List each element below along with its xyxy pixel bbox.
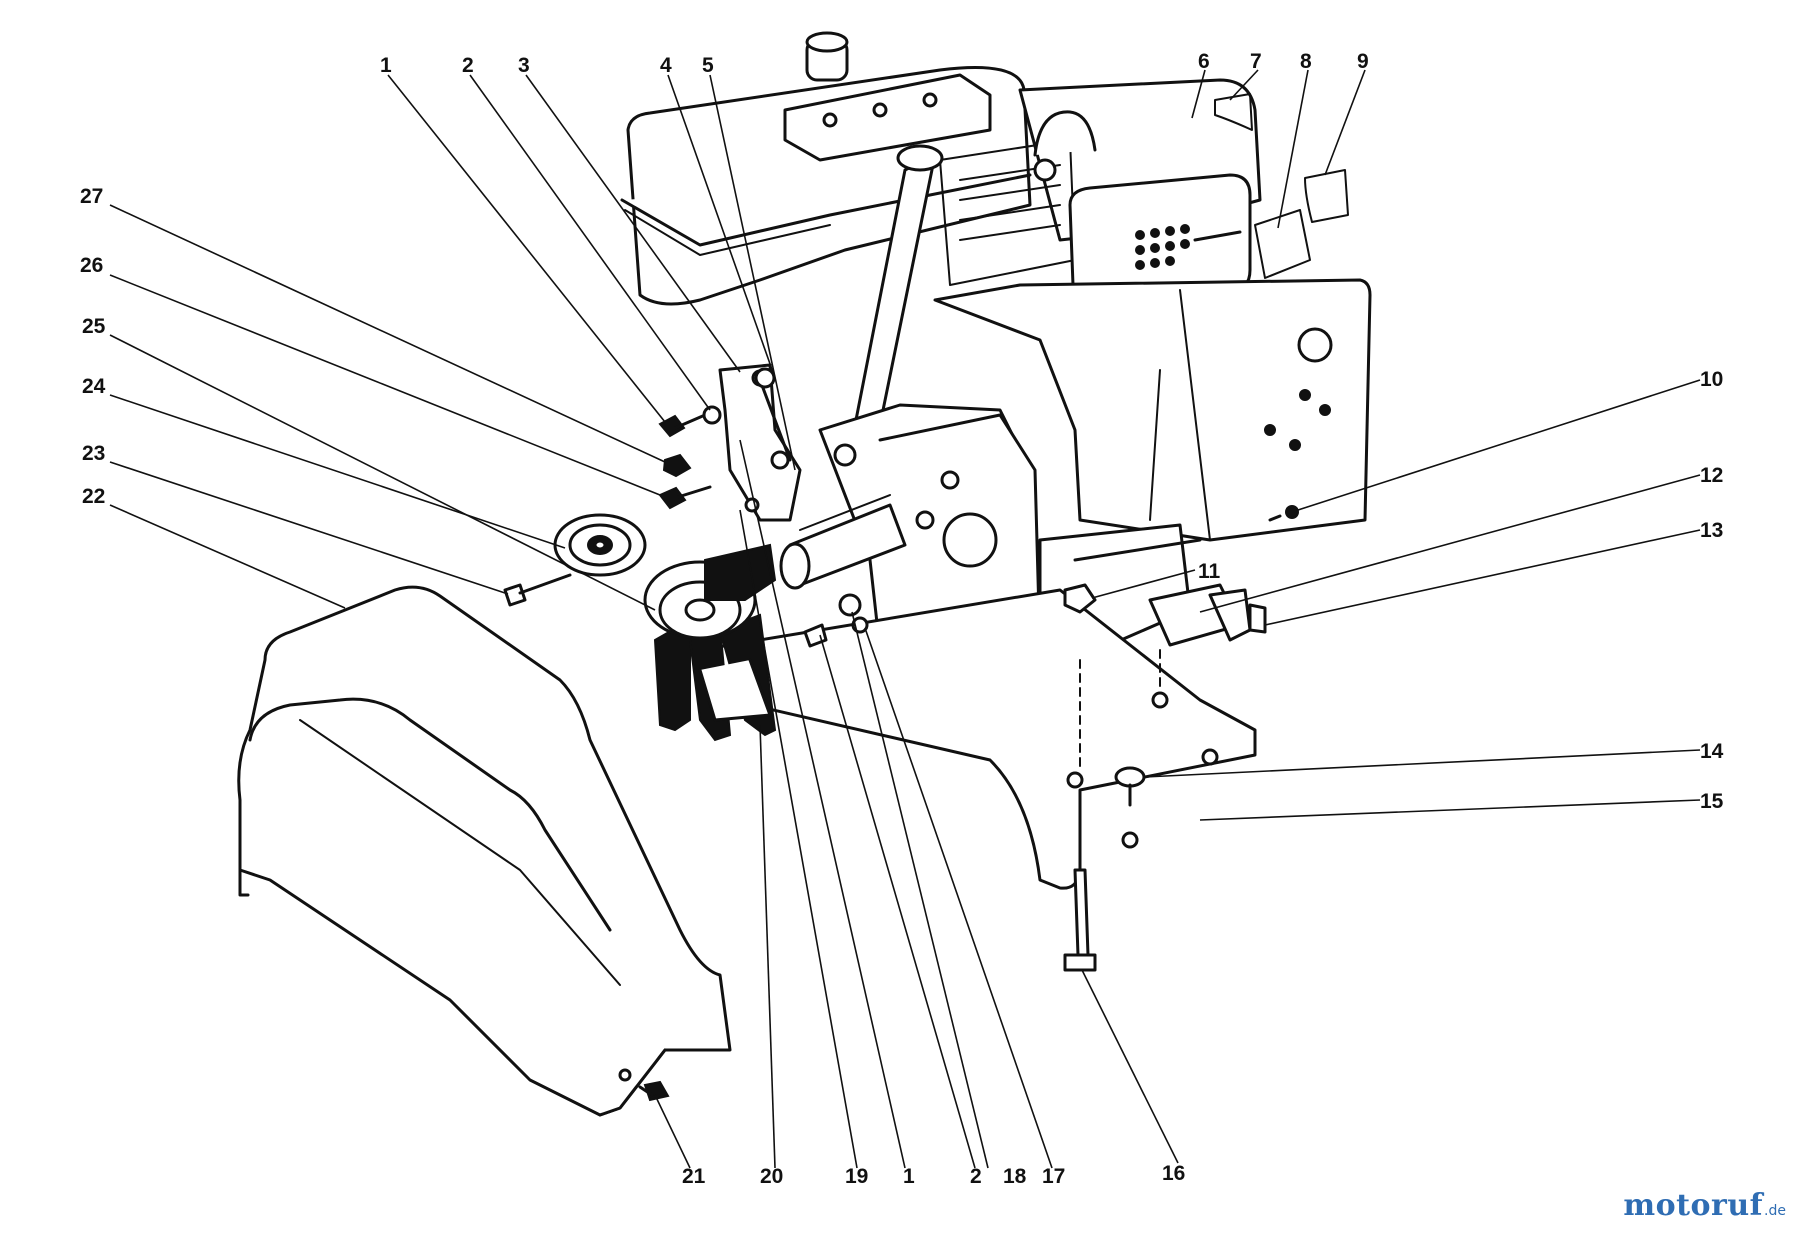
callout-6: 6 bbox=[1198, 50, 1210, 73]
callout-8: 8 bbox=[1300, 50, 1312, 73]
callout-1-top: 1 bbox=[380, 54, 392, 77]
callout-14: 14 bbox=[1700, 740, 1724, 763]
watermark-suffix: .de bbox=[1764, 1203, 1786, 1219]
callout-25: 25 bbox=[82, 315, 106, 338]
watermark-text: motoruf bbox=[1623, 1188, 1764, 1223]
callout-19: 19 bbox=[845, 1165, 868, 1188]
callout-24: 24 bbox=[82, 375, 106, 398]
decal-7 bbox=[1214, 93, 1253, 131]
right-hardware bbox=[1063, 505, 1299, 972]
watermark-logo: motoruf .de bbox=[1623, 1188, 1786, 1223]
drive-pulley-belts bbox=[643, 543, 777, 742]
callout-2-top: 2 bbox=[462, 54, 474, 77]
callout-10: 10 bbox=[1700, 368, 1723, 391]
callout-labels: 1 2 3 4 5 6 7 8 9 10 11 12 13 14 15 16 1… bbox=[80, 50, 1724, 1188]
callout-11: 11 bbox=[1198, 560, 1221, 583]
belt-cover bbox=[237, 585, 732, 1117]
callout-26: 26 bbox=[80, 254, 103, 277]
callout-13: 13 bbox=[1700, 519, 1723, 542]
muffler-vents bbox=[1135, 224, 1190, 270]
callout-7: 7 bbox=[1250, 50, 1262, 73]
callout-5: 5 bbox=[702, 54, 714, 77]
callout-15: 15 bbox=[1700, 790, 1724, 813]
callout-12: 12 bbox=[1700, 464, 1723, 487]
leader-lines bbox=[109, 69, 1701, 1169]
callout-9: 9 bbox=[1357, 50, 1369, 73]
callout-20: 20 bbox=[760, 1165, 783, 1188]
decal-9 bbox=[1304, 169, 1349, 223]
frame-plate bbox=[698, 588, 1257, 890]
callout-1-bottom: 1 bbox=[903, 1165, 915, 1188]
callout-2-bottom: 2 bbox=[970, 1165, 982, 1188]
callout-17: 17 bbox=[1042, 1165, 1065, 1188]
callout-16: 16 bbox=[1162, 1162, 1185, 1185]
callout-4: 4 bbox=[660, 54, 672, 77]
hardware-left bbox=[503, 405, 869, 648]
idler-bracket bbox=[718, 363, 802, 522]
callout-27: 27 bbox=[80, 185, 103, 208]
callout-18: 18 bbox=[1003, 1165, 1027, 1188]
callout-21: 21 bbox=[682, 1165, 706, 1188]
idler-pulley bbox=[553, 513, 647, 577]
callout-23: 23 bbox=[82, 442, 105, 465]
callout-3: 3 bbox=[518, 54, 530, 77]
callout-22: 22 bbox=[82, 485, 105, 508]
